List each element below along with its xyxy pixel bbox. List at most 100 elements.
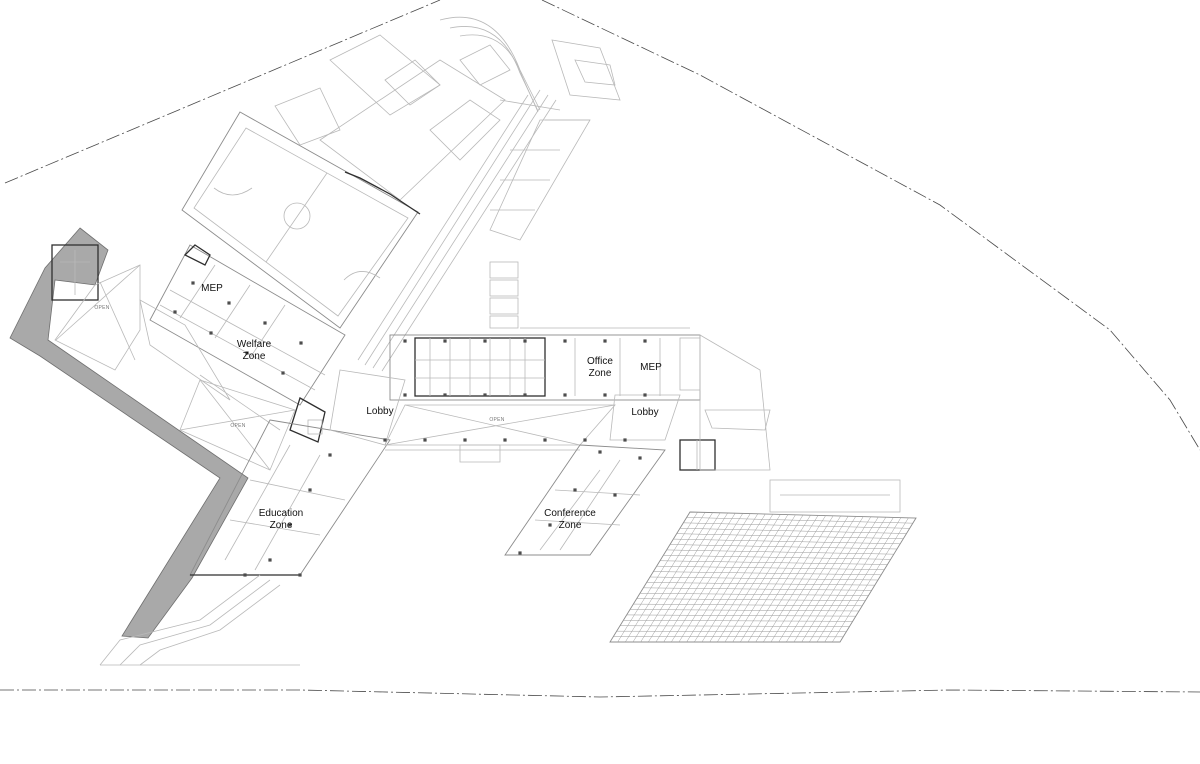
column-marker xyxy=(638,456,642,460)
column-marker xyxy=(328,453,332,457)
column-marker xyxy=(483,339,487,343)
solar-grid-col xyxy=(801,516,879,643)
solar-grid-col xyxy=(747,515,826,643)
east-terrace xyxy=(769,479,901,513)
column-marker xyxy=(443,339,447,343)
solar-grid-col xyxy=(740,515,819,643)
zone-label-mep-east: MEP xyxy=(640,362,662,373)
west-atrium xyxy=(179,379,296,471)
column-marker xyxy=(598,450,602,454)
solar-grid-col xyxy=(671,513,751,643)
solar-grid-col xyxy=(648,512,728,643)
solar-grid-col xyxy=(617,512,698,643)
zone-label-mep-west: MEP xyxy=(201,283,223,294)
column-marker xyxy=(583,438,587,442)
lobby-areas xyxy=(329,369,681,446)
structural-columns xyxy=(173,281,647,577)
zone-label-office: Office Zone xyxy=(587,356,613,379)
column-marker xyxy=(245,351,249,355)
column-marker xyxy=(503,438,507,442)
open-label-atrium: OPEN xyxy=(230,423,245,429)
west-stair-core xyxy=(289,397,326,443)
column-marker xyxy=(563,339,567,343)
solar-grid-col xyxy=(663,513,743,643)
solar-grid-col xyxy=(824,517,902,643)
zone-conference-line-1: Conference xyxy=(544,508,596,519)
solar-grid-col xyxy=(786,516,864,643)
column-marker xyxy=(523,393,527,397)
column-marker xyxy=(281,371,285,375)
column-marker xyxy=(613,493,617,497)
zone-lobby-east-line-1: Lobby xyxy=(631,407,658,418)
central-atrium xyxy=(384,404,616,463)
solar-grid-col xyxy=(709,514,789,643)
zone-label-education: Education Zone xyxy=(259,508,303,531)
column-marker xyxy=(263,321,267,325)
column-marker xyxy=(299,341,303,345)
west-block xyxy=(9,227,249,639)
solar-grid-col xyxy=(770,516,849,643)
column-marker xyxy=(383,438,387,442)
column-marker xyxy=(227,301,231,305)
solar-grid-col xyxy=(640,512,721,643)
north-parking xyxy=(319,16,621,241)
column-marker xyxy=(643,393,647,397)
solar-grid-col xyxy=(717,514,796,643)
column-marker xyxy=(543,438,547,442)
zone-conference-line-2: Zone xyxy=(559,520,582,531)
column-marker xyxy=(308,488,312,492)
zone-label-lobby-center: Lobby xyxy=(366,406,393,417)
solar-grid-col xyxy=(686,513,766,643)
column-marker xyxy=(483,393,487,397)
solar-grid-col xyxy=(701,514,781,643)
accessible-parking xyxy=(489,261,519,329)
column-marker xyxy=(563,393,567,397)
property-boundary xyxy=(0,0,1200,698)
column-marker xyxy=(443,393,447,397)
solar-grid-col xyxy=(816,517,894,643)
solar-grid-col xyxy=(678,513,759,643)
solar-grid-col xyxy=(778,516,856,643)
column-marker xyxy=(548,523,552,527)
open-label-west: OPEN xyxy=(94,305,109,311)
zone-welfare-line-2: Zone xyxy=(243,351,266,362)
column-marker xyxy=(403,339,407,343)
column-marker xyxy=(463,438,467,442)
column-marker xyxy=(173,310,177,314)
column-marker xyxy=(518,551,522,555)
solar-array xyxy=(609,511,917,643)
column-marker xyxy=(623,438,627,442)
zone-label-conference: Conference Zone xyxy=(544,508,596,531)
solar-grid-col xyxy=(655,513,736,643)
solar-grid-col xyxy=(632,512,713,643)
column-marker xyxy=(523,339,527,343)
column-marker xyxy=(603,339,607,343)
south-access xyxy=(99,574,300,666)
zone-label-welfare: Welfare Zone xyxy=(237,339,272,362)
solar-grid-col xyxy=(732,515,811,643)
solar-grid-col xyxy=(625,512,706,643)
conference-wing xyxy=(504,444,666,556)
column-marker xyxy=(603,393,607,397)
zone-welfare-line-1: Welfare xyxy=(237,339,272,350)
open-label-center: OPEN xyxy=(489,417,504,423)
solar-grid-col xyxy=(694,514,774,643)
column-marker xyxy=(643,339,647,343)
solar-grid-col xyxy=(763,515,841,643)
zone-office-line-1: Office xyxy=(587,356,613,367)
column-marker xyxy=(209,331,213,335)
zone-lobby-center-line-1: Lobby xyxy=(366,406,393,417)
zone-education-line-1: Education xyxy=(259,508,303,519)
sports-field xyxy=(181,87,419,329)
solar-grid-col xyxy=(724,514,804,643)
zone-mep-east-line-1: MEP xyxy=(640,362,662,373)
column-marker xyxy=(403,393,407,397)
column-marker xyxy=(288,523,292,527)
zone-mep-west-line-1: MEP xyxy=(201,283,223,294)
zone-office-line-2: Zone xyxy=(589,368,612,379)
zone-education-line-2: Zone xyxy=(270,520,293,531)
solar-grid-col xyxy=(832,517,909,643)
zone-label-lobby-east: Lobby xyxy=(631,407,658,418)
column-marker xyxy=(298,573,302,577)
